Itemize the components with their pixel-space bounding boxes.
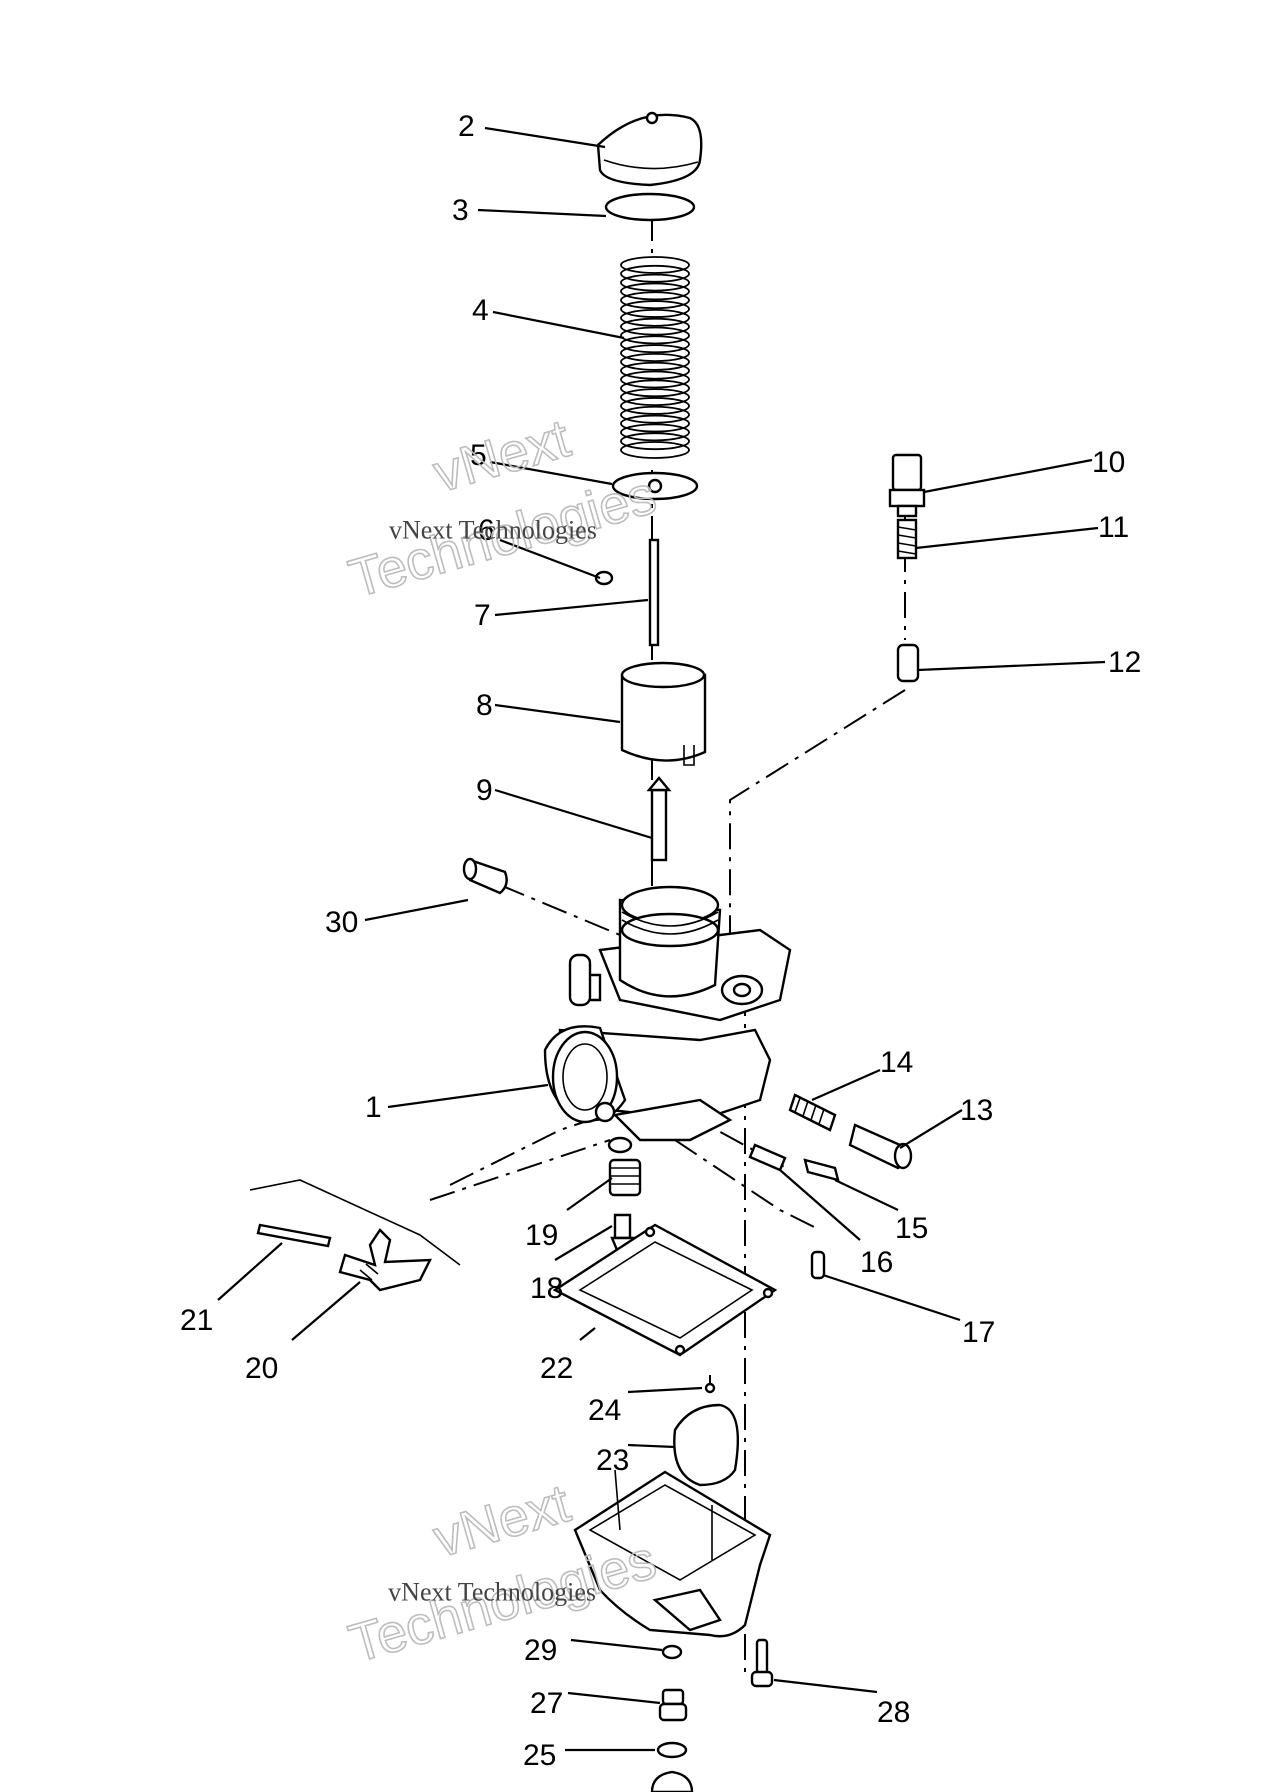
- part-24-float-needle: [704, 1382, 716, 1394]
- label-15: 15: [895, 1212, 928, 1245]
- spring-coil: [620, 308, 690, 327]
- spring-coil: [620, 432, 690, 451]
- label-6: 6: [478, 514, 495, 547]
- label-2: 2: [458, 110, 475, 143]
- spring-coil: [620, 291, 690, 310]
- part-11-small-spring: [896, 518, 918, 560]
- part-28-bowl-screw: [750, 1638, 774, 1688]
- svg-text:vNext Technologies: vNext Technologies: [389, 515, 597, 544]
- spring-coil: [620, 423, 690, 442]
- bottom-cap: [650, 1770, 694, 1792]
- label-11: 11: [1098, 511, 1129, 544]
- label-25: 25: [523, 1739, 556, 1772]
- part-8-throttle-valve: [620, 661, 707, 766]
- spring-coil: [620, 300, 690, 318]
- part-9-needle-jet: [646, 776, 672, 862]
- spring-coil: [620, 397, 690, 415]
- label-5: 5: [470, 439, 487, 472]
- label-29: 29: [524, 1634, 557, 1667]
- part-1-carburetor-body: [543, 885, 792, 1142]
- svg-text:vNext Technologies: vNext Technologies: [388, 1577, 596, 1606]
- label-30: 30: [325, 906, 358, 939]
- spring-coil: [620, 282, 690, 301]
- label-16: 16: [860, 1246, 893, 1279]
- spring-coil: [620, 264, 690, 283]
- part-23-float: [673, 1403, 739, 1487]
- part-22-float-bowl-gasket: [552, 1223, 778, 1357]
- spring-coil: [620, 256, 690, 274]
- spring-coil: [620, 414, 690, 433]
- watermark-bottom: vNext Technologies vNext Technologies: [342, 1472, 663, 1675]
- part-15-air-screw: [803, 1158, 840, 1182]
- label-27: 27: [530, 1687, 563, 1720]
- label-19: 19: [525, 1219, 558, 1252]
- label-13: 13: [960, 1094, 993, 1127]
- spring-coil: [620, 344, 690, 362]
- spring-coil: [620, 353, 690, 371]
- part-5-retainer: [611, 471, 699, 501]
- label-17: 17: [962, 1316, 995, 1349]
- label-28: 28: [877, 1696, 910, 1729]
- label-1: 1: [365, 1091, 382, 1124]
- part-10-cable-adjuster: [888, 453, 926, 518]
- part-6-clip: [594, 570, 614, 586]
- part-19-needle-jet-holder: [607, 1136, 642, 1197]
- spring-coil: [620, 326, 690, 345]
- part-20-float-arm: [249, 1179, 461, 1292]
- part-16-air-screw-spring: [748, 1143, 787, 1172]
- part-14-idle-spring: [788, 1093, 837, 1132]
- part-4-spring: [620, 256, 690, 459]
- part-7-jet-needle: [648, 538, 660, 647]
- part-29-drain-oring: [661, 1644, 683, 1660]
- label-3: 3: [452, 194, 469, 227]
- float-bowl: [573, 1469, 772, 1638]
- leader-lines: [217, 126, 1106, 1752]
- spring-coil: [620, 379, 690, 398]
- label-12: 12: [1108, 646, 1141, 679]
- spring-coil: [620, 361, 690, 380]
- label-9: 9: [476, 774, 493, 807]
- spring-coil: [620, 405, 690, 424]
- label-14: 14: [880, 1046, 913, 1079]
- label-10: 10: [1092, 446, 1125, 479]
- label-18: 18: [530, 1272, 563, 1305]
- part-27-drain-plug: [658, 1688, 688, 1722]
- spring-coil: [620, 388, 690, 407]
- part-25-washer: [656, 1741, 688, 1759]
- part-number-labels: 2 3 4 5 6 7 8 9 10 11 12 30 1 14 13 15 1…: [180, 110, 1141, 1772]
- label-8: 8: [476, 689, 493, 722]
- part-17-pilot-jet: [810, 1250, 826, 1280]
- label-23: 23: [596, 1444, 629, 1477]
- spring-coil: [620, 335, 690, 354]
- spring-coil: [620, 370, 690, 389]
- label-22: 22: [540, 1352, 573, 1385]
- part-18-main-jet: [610, 1213, 635, 1252]
- label-24: 24: [588, 1394, 621, 1427]
- part-3-washer: [604, 192, 696, 222]
- part-21-float-pin: [256, 1223, 332, 1248]
- label-21: 21: [180, 1304, 213, 1337]
- part-2-top-cap: [596, 111, 703, 187]
- label-4: 4: [472, 294, 489, 327]
- svg-text:vNext: vNext: [427, 408, 576, 504]
- spring-coil: [620, 273, 690, 292]
- part-12-fitting: [896, 643, 920, 683]
- svg-text:vNext: vNext: [427, 1473, 576, 1569]
- spring-coil: [620, 441, 690, 459]
- label-20: 20: [245, 1352, 278, 1385]
- part-30-plug: [462, 857, 508, 895]
- spring-coil: [620, 317, 690, 336]
- part-13-idle-screw: [848, 1123, 913, 1170]
- label-7: 7: [474, 599, 491, 632]
